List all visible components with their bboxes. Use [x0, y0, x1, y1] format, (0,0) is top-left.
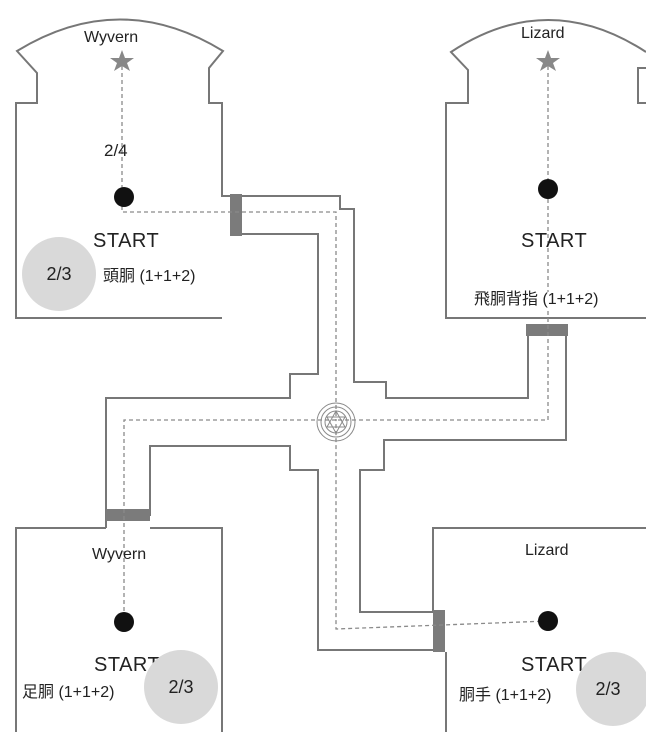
room-outline-bottom-right	[432, 527, 646, 732]
magic-circle-icon	[316, 402, 356, 442]
room-name-bottom-right: Lizard	[525, 542, 569, 559]
route-ratio-top-left: 2/4	[104, 141, 128, 160]
doors	[106, 194, 568, 652]
start-nodes	[114, 179, 558, 632]
corridor-wall-upper	[105, 233, 319, 528]
room-outline-bottom-left	[15, 527, 223, 732]
room-outline-top-right	[445, 19, 646, 319]
corridor-walls	[15, 18, 646, 732]
start-node-top-left	[114, 187, 134, 207]
room-name-top-right: Lizard	[521, 25, 565, 42]
door-top-left	[230, 194, 242, 236]
route-bottom-right	[335, 420, 549, 630]
parts-label-top-right: 飛胴背指 (1+1+2)	[472, 291, 601, 308]
start-node-bottom-right	[538, 611, 558, 631]
completion-ratio: 2/3	[595, 678, 621, 699]
completion-badge-top-left: 2/3	[22, 237, 96, 311]
room-outline-top-left	[15, 18, 529, 399]
route-top-right	[336, 66, 549, 421]
route-bottom-left	[123, 419, 336, 618]
start-label-top-left: START	[93, 230, 160, 252]
completion-ratio: 2/3	[46, 263, 72, 284]
routes	[121, 66, 549, 630]
parts-label-top-left: 頭胴 (1+1+2)	[103, 268, 196, 285]
room-name-bottom-left: Wyvern	[92, 546, 147, 563]
door-top-right	[526, 324, 568, 336]
parts-label-bottom-right: 胴手 (1+1+2)	[459, 687, 552, 704]
parts-label-bottom-left: 足胴 (1+1+2)	[22, 684, 115, 701]
door-bottom-left	[106, 509, 150, 521]
start-node-top-right	[538, 179, 558, 199]
completion-ratio: 2/3	[168, 676, 194, 697]
room-name-top-left: Wyvern	[84, 29, 139, 46]
route-top-left	[121, 66, 337, 420]
start-label-top-right: START	[521, 230, 588, 252]
star-icon	[110, 50, 134, 71]
room-outline-top-right-edge	[637, 67, 646, 104]
start-label-bottom-left: START	[94, 654, 161, 676]
star-icon	[536, 50, 560, 71]
corridor-wall-right	[359, 330, 567, 613]
corridor-wall-lower	[149, 445, 433, 651]
completion-badge-bottom-right: 2/3	[576, 652, 646, 726]
completion-badge-bottom-left: 2/3	[144, 650, 218, 724]
start-node-bottom-left	[114, 612, 134, 632]
start-label-bottom-right: START	[521, 654, 588, 676]
door-bottom-right	[433, 610, 445, 652]
